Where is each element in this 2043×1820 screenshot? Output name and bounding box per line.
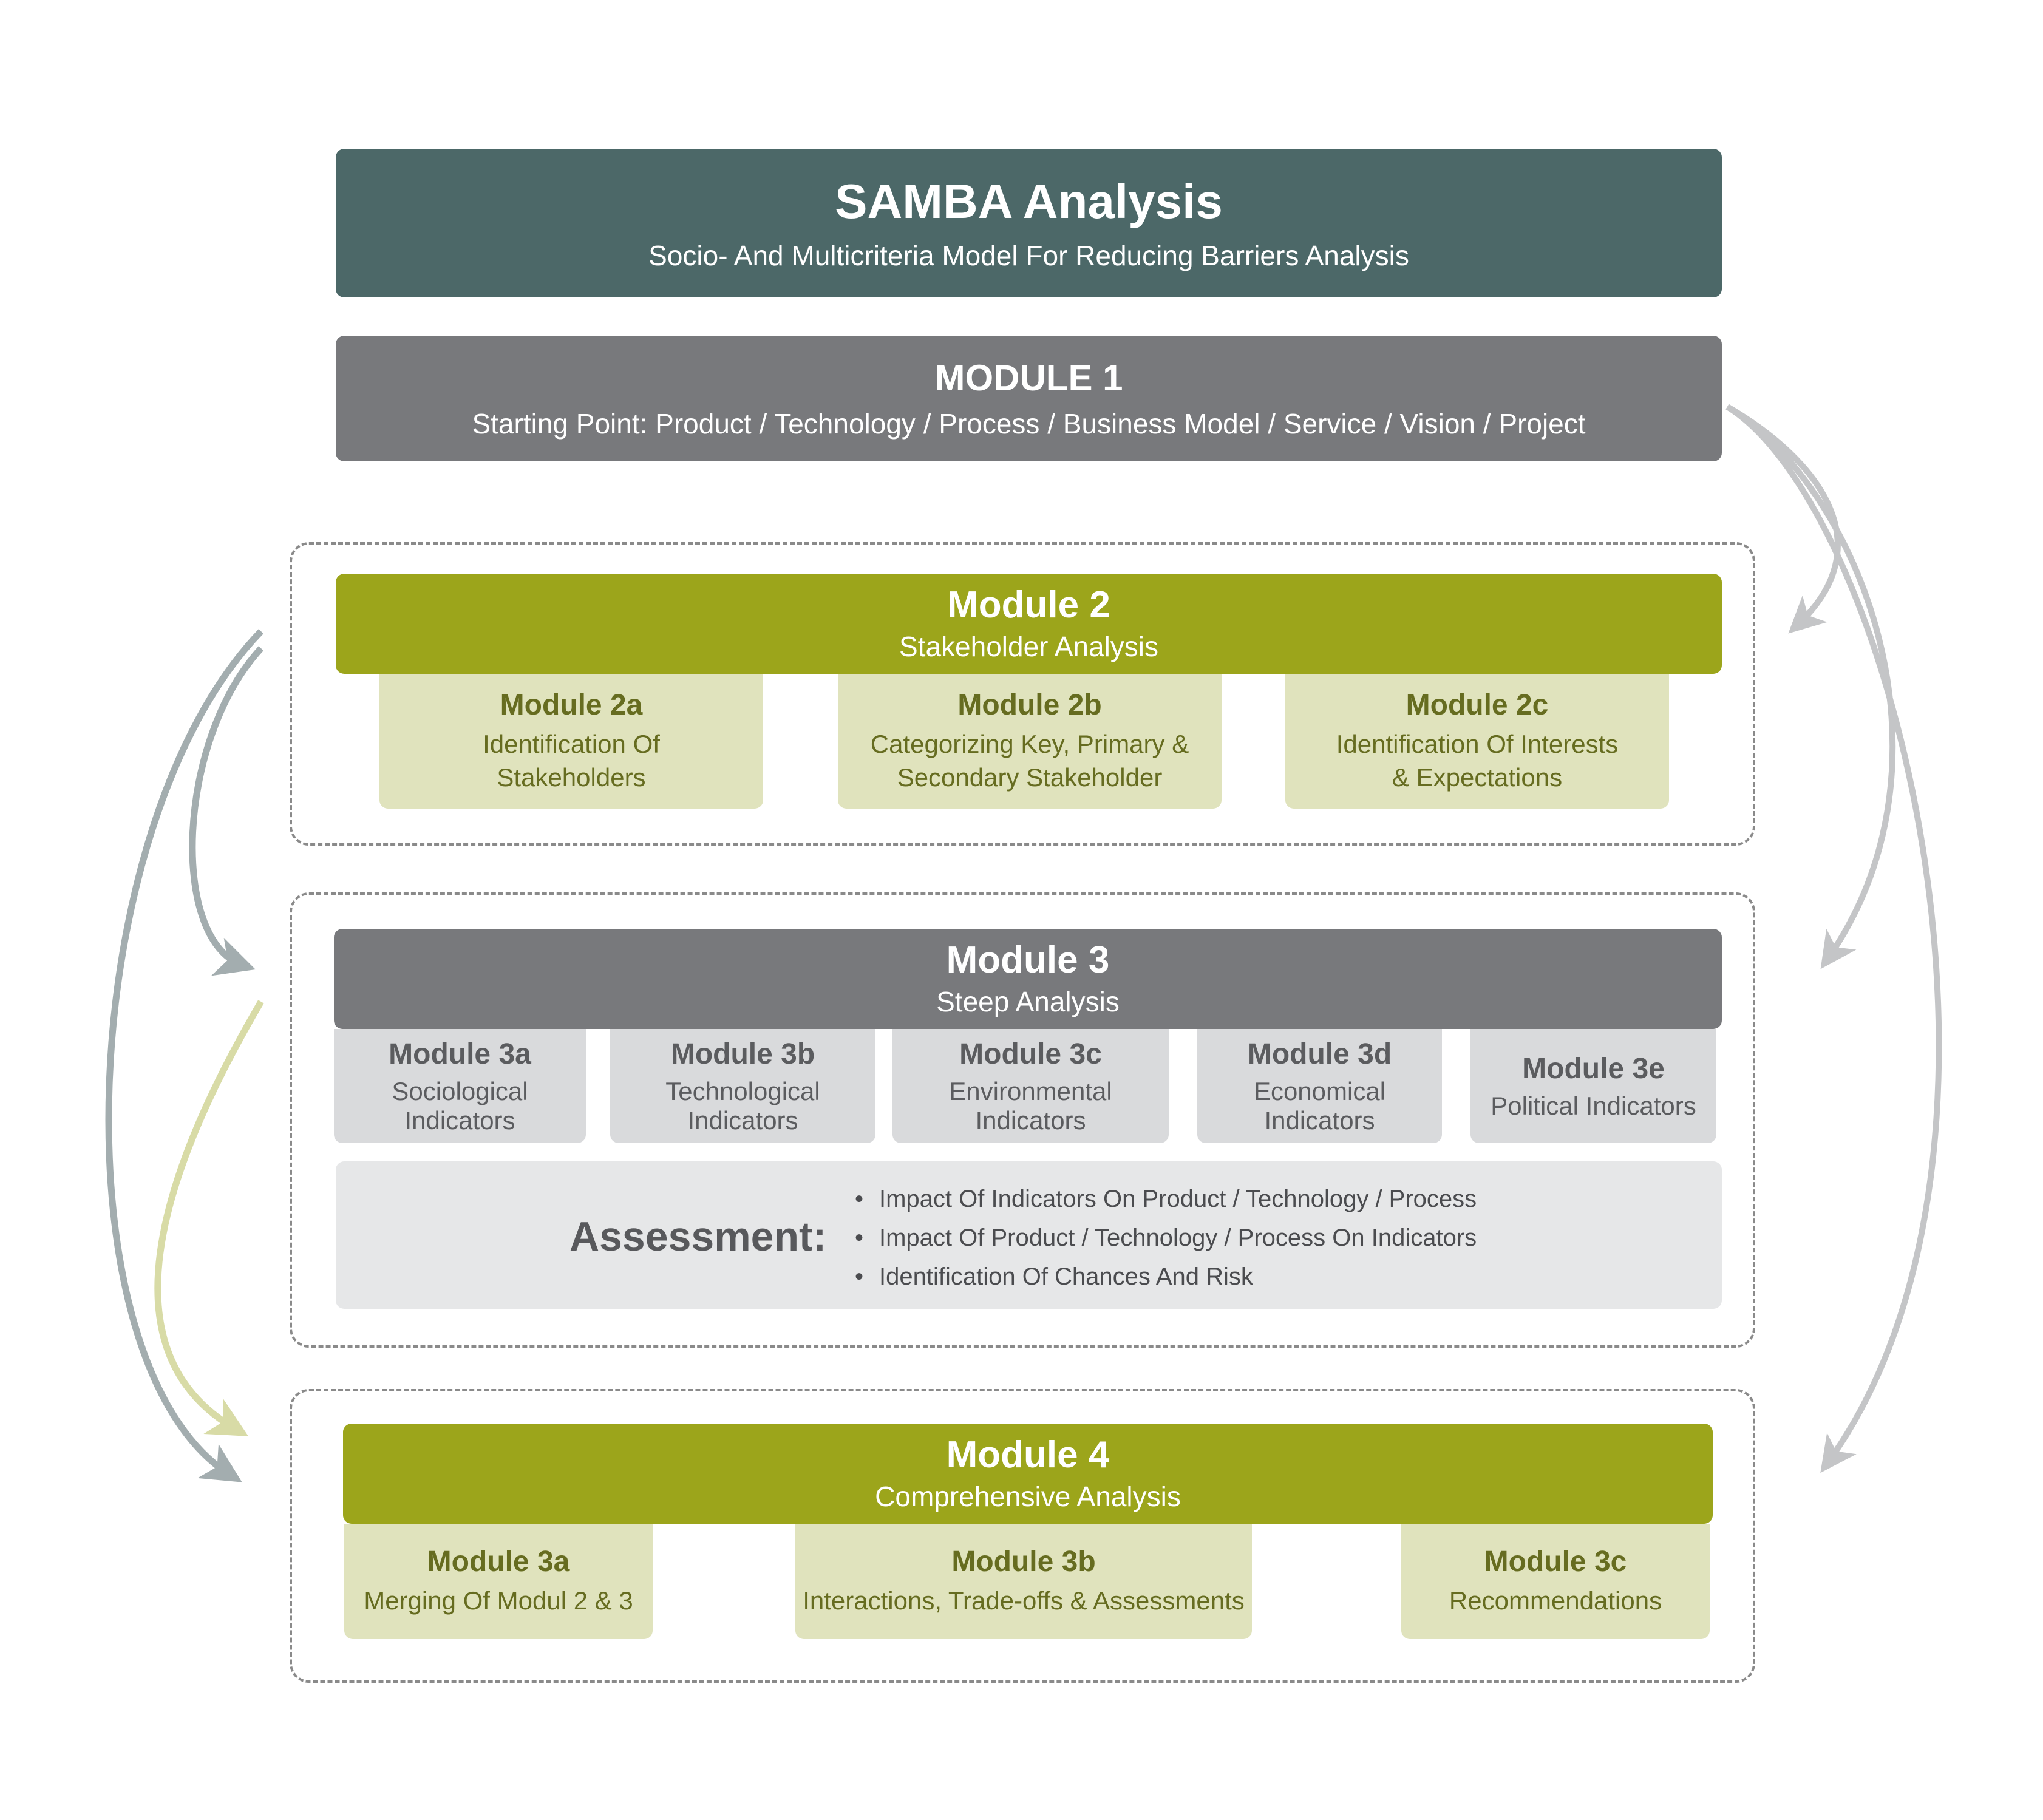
module-2a-desc-line1: Identification Of <box>483 729 660 758</box>
module-2-group <box>290 542 1755 846</box>
assessment-item: Identification Of Chances And Risk <box>855 1257 1477 1296</box>
module-4-sub-3-desc: Recommendations <box>1449 1586 1662 1615</box>
module-2a-desc-line2: Stakeholders <box>497 762 646 792</box>
module-4-sub-1-desc: Merging Of Modul 2 & 3 <box>364 1586 633 1615</box>
module-3b-box: Module 3b Technological Indicators <box>610 1029 875 1143</box>
module-2c-title: Module 2c <box>1406 688 1549 721</box>
assessment-label: Assessment: <box>569 1214 827 1260</box>
module-4-title: Module 4 <box>946 1434 1110 1476</box>
module-2b-box: Module 2b Categorizing Key, Primary & Se… <box>838 674 1222 809</box>
module-4-group <box>290 1389 1755 1683</box>
module-4-bar: Module 4 Comprehensive Analysis <box>343 1424 1713 1524</box>
diagram-subtitle: Socio- And Multicriteria Model For Reduc… <box>648 239 1409 271</box>
module-2a-box: Module 2a Identification Of Stakeholders <box>379 674 763 809</box>
module-2b-title: Module 2b <box>957 688 1102 721</box>
module-4-subtitle: Comprehensive Analysis <box>875 1480 1181 1512</box>
module-3b-desc: Technological Indicators <box>665 1076 820 1135</box>
samba-title-banner: SAMBA Analysis Socio- And Multicriteria … <box>336 149 1722 297</box>
module-3e-desc: Political Indicators <box>1491 1091 1696 1120</box>
module-2c-desc-line2: & Expectations <box>1392 762 1563 792</box>
module-3a-box: Module 3a Sociological Indicators <box>334 1029 586 1143</box>
module-3-subtitle: Steep Analysis <box>936 985 1120 1017</box>
module-4-sub-3-box: Module 3c Recommendations <box>1401 1524 1710 1639</box>
module-2-subtitle: Stakeholder Analysis <box>899 630 1159 662</box>
module-3c-title: Module 3c <box>959 1037 1102 1070</box>
module-3-bar: Module 3 Steep Analysis <box>334 929 1722 1029</box>
module-2-bar: Module 2 Stakeholder Analysis <box>336 574 1722 674</box>
module-4-sub-2-desc: Interactions, Trade-offs & Assessments <box>803 1586 1245 1615</box>
module-3-group <box>290 892 1755 1348</box>
module-3-title: Module 3 <box>946 939 1110 982</box>
module-2a-desc: Identification Of Stakeholders <box>483 728 660 794</box>
arrow-m2-to-m3 <box>189 646 264 976</box>
module-4-sub-1-title: Module 3a <box>427 1546 570 1578</box>
module-3a-desc: Sociological Indicators <box>392 1076 528 1135</box>
arrow-m3-to-m4 <box>154 1000 264 1436</box>
module-2b-desc-line2: Secondary Stakeholder <box>897 762 1163 792</box>
module-3e-box: Module 3e Political Indicators <box>1470 1029 1716 1143</box>
arrow-m1-to-m4 <box>1725 404 1942 1473</box>
module-3e-title: Module 3e <box>1522 1052 1665 1085</box>
module-3a-title: Module 3a <box>389 1037 531 1070</box>
module-1-subtitle: Starting Point: Product / Technology / P… <box>472 408 1586 440</box>
module-2c-box: Module 2c Identification Of Interests & … <box>1285 674 1669 809</box>
module-3d-desc: Economical Indicators <box>1253 1076 1386 1135</box>
module-2-title: Module 2 <box>947 584 1110 626</box>
module-3c-box: Module 3c Environmental Indicators <box>892 1029 1169 1143</box>
module-2b-desc-line1: Categorizing Key, Primary & <box>870 729 1189 758</box>
module-3d-box: Module 3d Economical Indicators <box>1197 1029 1442 1143</box>
module-2b-desc: Categorizing Key, Primary & Secondary St… <box>871 728 1189 794</box>
module-4-sub-2-title: Module 3b <box>951 1546 1096 1578</box>
module-3d-title: Module 3d <box>1247 1037 1392 1070</box>
assessment-list: Impact Of Indicators On Product / Techno… <box>855 1180 1477 1296</box>
module-2c-desc: Identification Of Interests & Expectatio… <box>1336 728 1619 794</box>
module-2c-desc-line1: Identification Of Interests <box>1336 729 1619 758</box>
arrow-m1-to-m3 <box>1725 404 1896 969</box>
module-2a-title: Module 2a <box>500 688 643 721</box>
module-4-sub-3-title: Module 3c <box>1484 1546 1627 1578</box>
module-3c-desc: Environmental Indicators <box>949 1076 1112 1135</box>
arrow-m2-to-m4 <box>105 629 263 1482</box>
diagram-title: SAMBA Analysis <box>835 174 1223 228</box>
module-4-sub-2-box: Module 3b Interactions, Trade-offs & Ass… <box>795 1524 1252 1639</box>
module-4-sub-1-box: Module 3a Merging Of Modul 2 & 3 <box>344 1524 653 1639</box>
module-1-bar: MODULE 1 Starting Point: Product / Techn… <box>336 336 1722 461</box>
assessment-item: Impact Of Indicators On Product / Techno… <box>855 1180 1477 1218</box>
module-3b-title: Module 3b <box>670 1037 815 1070</box>
module-1-title: MODULE 1 <box>934 358 1123 398</box>
assessment-panel: Assessment: Impact Of Indicators On Prod… <box>336 1161 1722 1309</box>
assessment-item: Impact Of Product / Technology / Process… <box>855 1218 1477 1257</box>
